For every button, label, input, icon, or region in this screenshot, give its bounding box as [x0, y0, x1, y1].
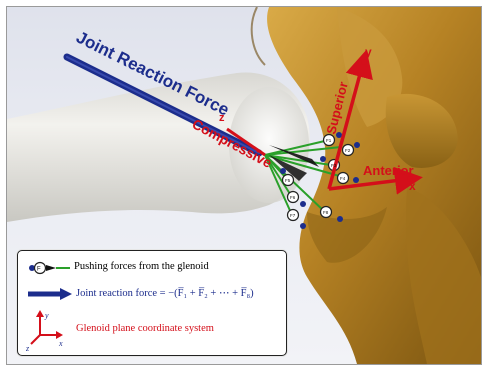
icon-axis-y: y	[44, 311, 49, 320]
joint-reaction-icon	[26, 287, 74, 301]
force-label-6: F6	[290, 195, 296, 200]
legend: F Pushing forces from the glenoid Joint …	[17, 250, 287, 356]
axis-z-label: z	[219, 112, 225, 124]
icon-axis-x: x	[58, 339, 63, 348]
force-label-8: F8	[323, 210, 329, 215]
humerus	[7, 72, 310, 222]
axis-y-label: y	[365, 45, 372, 59]
icon-axis-z: z	[26, 344, 30, 351]
force-label-3: F3	[331, 163, 337, 168]
coordinate-system-icon: y x z	[26, 309, 66, 351]
force-label-7: F7	[290, 213, 296, 218]
legend-joint-reaction-formula: = −(F̅₁ + F̅₂ + ⋯ + F̅₈)	[160, 288, 254, 299]
icon-f-label: F	[37, 267, 41, 273]
legend-coordinate-system: Glenoid plane coordinate system	[76, 323, 214, 334]
legend-pushing-forces: Pushing forces from the glenoid	[74, 261, 209, 272]
pushing-force-icon: F	[26, 261, 72, 275]
legend-joint-reaction-prefix: Joint reaction force	[76, 288, 157, 299]
force-label-5: F5	[285, 178, 291, 183]
force-label-2: F2	[345, 148, 351, 153]
anterior-label: Anterior	[363, 163, 414, 178]
axis-x-label: x	[409, 179, 416, 193]
legend-joint-reaction: Joint reaction force = −(F̅₁ + F̅₂ + ⋯ +…	[76, 287, 254, 299]
force-label-4: F4	[340, 176, 346, 181]
force-label-1: F1	[326, 138, 332, 143]
figure-frame: Joint Reaction Force Compressive z Super…	[6, 6, 482, 365]
